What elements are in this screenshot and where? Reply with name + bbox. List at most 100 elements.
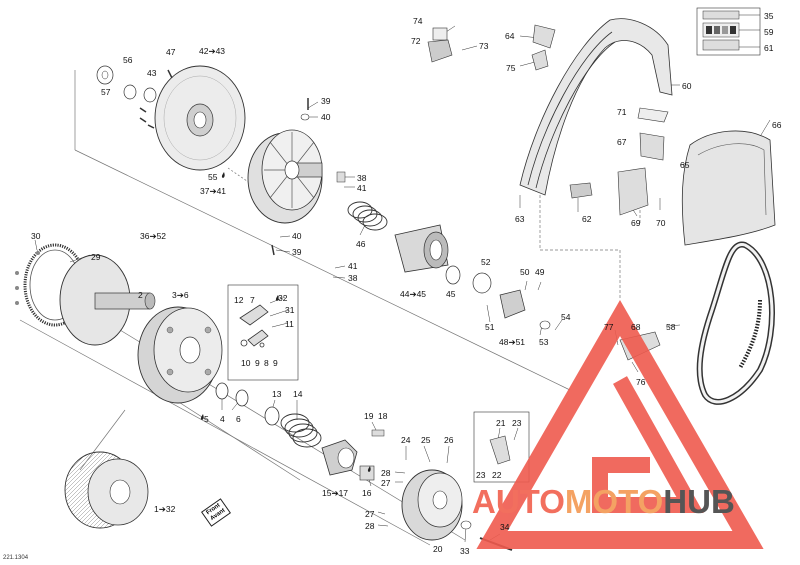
- callout-label[interactable]: 63: [515, 214, 525, 224]
- callout-label[interactable]: 4: [220, 414, 225, 424]
- callout-label[interactable]: 14: [293, 389, 303, 399]
- callout-label[interactable]: 38: [357, 173, 367, 183]
- callout-label[interactable]: 23: [512, 418, 522, 428]
- callout-label[interactable]: 43: [147, 68, 157, 78]
- callout-label[interactable]: 11: [285, 319, 294, 329]
- ring-45: [445, 265, 461, 285]
- ring-52: [472, 272, 492, 294]
- callout-label[interactable]: 7: [250, 295, 255, 305]
- callout-label[interactable]: 47: [166, 47, 176, 57]
- callout-label[interactable]: 32: [278, 293, 288, 303]
- callout-label[interactable]: 72: [411, 36, 421, 46]
- callout-label[interactable]: 38: [348, 273, 358, 283]
- callout-label[interactable]: 48➔51: [499, 337, 526, 347]
- bracket-67: [639, 132, 665, 161]
- callout-label[interactable]: 22: [492, 470, 502, 480]
- callout-label[interactable]: 27: [381, 478, 391, 488]
- callout-label[interactable]: 26: [444, 435, 454, 445]
- callout-label[interactable]: 51: [485, 322, 495, 332]
- callout-label[interactable]: 66: [772, 120, 782, 130]
- callout-label[interactable]: 57: [101, 87, 111, 97]
- spider-assembly: [321, 439, 358, 476]
- callout-label[interactable]: 59: [764, 27, 774, 37]
- callout-label[interactable]: 39: [292, 247, 302, 257]
- callout-label[interactable]: 18: [378, 411, 388, 421]
- callout-label[interactable]: 36➔52: [140, 231, 167, 241]
- callout-label[interactable]: 53: [539, 337, 549, 347]
- callout-label[interactable]: 58: [666, 322, 676, 332]
- lever-assembly: [239, 304, 269, 348]
- callout-label[interactable]: 41: [348, 261, 358, 271]
- callout-label[interactable]: 3➔6: [172, 290, 189, 300]
- callout-label[interactable]: 35: [764, 11, 774, 21]
- callout-label[interactable]: 37➔41: [200, 186, 227, 196]
- callout-label[interactable]: 25: [421, 435, 431, 445]
- callout-label[interactable]: 12: [234, 295, 244, 305]
- callout-label[interactable]: 74: [413, 16, 423, 26]
- watermark-part3: HUB: [663, 483, 735, 520]
- callout-label[interactable]: 69: [631, 218, 641, 228]
- callout-label[interactable]: 54: [561, 312, 571, 322]
- callout-label[interactable]: 70: [656, 218, 666, 228]
- callout-label[interactable]: 28: [365, 521, 375, 531]
- callout-label[interactable]: 1➔32: [154, 504, 176, 514]
- callout-label[interactable]: 50: [520, 267, 530, 277]
- callout-label[interactable]: 8: [264, 358, 269, 368]
- callout-label[interactable]: 56: [123, 55, 133, 65]
- callout-label[interactable]: 71: [617, 107, 627, 117]
- callout-label[interactable]: 23: [476, 470, 486, 480]
- callout-label[interactable]: 55: [208, 172, 218, 182]
- callout-label[interactable]: 27: [365, 509, 375, 519]
- callout-label[interactable]: 10: [241, 358, 251, 368]
- callout-label[interactable]: 34: [500, 522, 510, 532]
- callout-label[interactable]: 21: [496, 418, 506, 428]
- callout-label[interactable]: 42➔43: [199, 46, 226, 56]
- callout-label[interactable]: 30: [31, 231, 41, 241]
- rear-guard: [681, 130, 776, 246]
- callout-label[interactable]: 46: [356, 239, 366, 249]
- callout-label[interactable]: 13: [272, 389, 282, 399]
- callout-label[interactable]: 49: [535, 267, 545, 277]
- callout-label[interactable]: 33: [460, 546, 470, 556]
- callout-label[interactable]: 24: [401, 435, 411, 445]
- callout-label[interactable]: 62: [582, 214, 592, 224]
- callout-label[interactable]: 41: [357, 183, 367, 193]
- callout-label[interactable]: 40: [292, 231, 302, 241]
- fixed-sheave: [59, 254, 156, 346]
- callout-label[interactable]: 39: [321, 96, 331, 106]
- drop-icon: [200, 172, 371, 472]
- callout-label[interactable]: 75: [506, 63, 516, 73]
- callout-label[interactable]: 68: [631, 322, 641, 332]
- governor-cup: [401, 469, 463, 541]
- callout-label[interactable]: 16: [362, 488, 372, 498]
- callout-label[interactable]: 19: [364, 411, 374, 421]
- callout-label[interactable]: 67: [617, 137, 627, 147]
- callout-label[interactable]: 15➔17: [322, 488, 349, 498]
- clip-part: [532, 24, 556, 49]
- callout-label[interactable]: 9: [255, 358, 260, 368]
- bracket-69: [617, 167, 649, 216]
- cap-48: [499, 289, 526, 319]
- callout-label[interactable]: 76: [636, 377, 646, 387]
- callout-label[interactable]: 5: [204, 414, 209, 424]
- callout-label[interactable]: 29: [91, 252, 101, 262]
- callout-label[interactable]: 40: [321, 112, 331, 122]
- callout-label[interactable]: 61: [764, 43, 774, 53]
- callout-label[interactable]: 44➔45: [400, 289, 427, 299]
- callout-label[interactable]: 31: [285, 305, 295, 315]
- callout-label[interactable]: 6: [236, 414, 241, 424]
- clip-part-2: [531, 49, 549, 71]
- callout-label[interactable]: 60: [682, 81, 692, 91]
- callout-label[interactable]: 64: [505, 31, 515, 41]
- callout-label[interactable]: 20: [433, 544, 443, 554]
- callout-label[interactable]: 52: [481, 257, 491, 267]
- callout-label[interactable]: 2: [138, 290, 143, 300]
- callout-label[interactable]: 28: [381, 468, 391, 478]
- watermark-text: AUTOMOTOHUB: [472, 482, 797, 522]
- callout-label[interactable]: 65: [680, 160, 690, 170]
- callout-label[interactable]: 77: [604, 322, 614, 332]
- callout-label[interactable]: 73: [479, 41, 489, 51]
- callout-label[interactable]: 45: [446, 289, 456, 299]
- callout-label[interactable]: 9: [273, 358, 278, 368]
